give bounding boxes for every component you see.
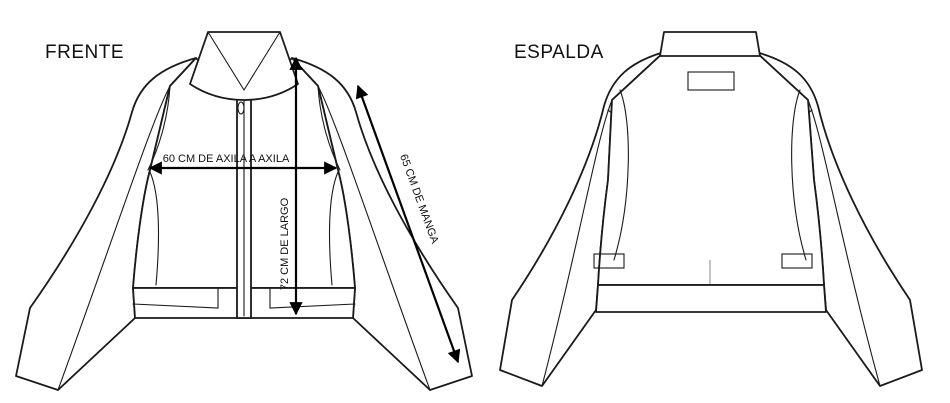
back-left-tab <box>593 253 625 269</box>
length-measure-text: 72 CM DE LARGO <box>279 197 291 290</box>
back-collar <box>659 31 761 57</box>
back-right-tab <box>781 253 813 269</box>
front-view-label: FRENTE <box>45 42 124 63</box>
back-view-label: ESPALDA <box>514 42 604 63</box>
measurement-length: 72 CM DE LARGO <box>279 56 303 316</box>
back-waistband <box>595 284 827 313</box>
back-jacket <box>499 31 923 387</box>
back-body <box>597 51 825 286</box>
back-label-patch <box>687 71 735 91</box>
chest-measure-text: 60 CM DE AXILA A AXILA <box>163 153 290 165</box>
measurement-chest: 60 CM DE AXILA A AXILA <box>148 153 338 175</box>
